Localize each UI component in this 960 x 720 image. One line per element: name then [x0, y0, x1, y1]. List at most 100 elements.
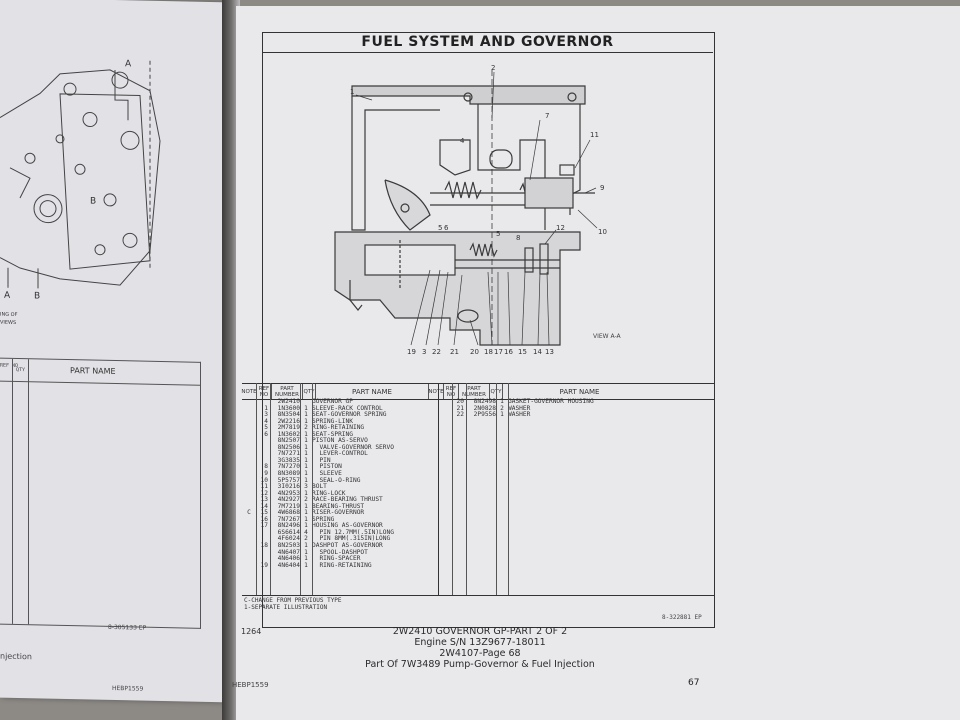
- ref-no-cell: 15: [260, 509, 268, 517]
- qty-cell: 1: [304, 502, 308, 510]
- caption-line-3: 2W4107-Page 68: [439, 648, 521, 659]
- parts-table: NOTE REF NO PART NUMBER QTY PART NAME NO…: [241, 383, 714, 595]
- qty-cell: 1: [304, 509, 308, 517]
- ref-no-cell: 12: [260, 489, 268, 497]
- qty-cell: 1: [304, 404, 308, 412]
- left-part-name-header: PART NAME: [70, 366, 116, 377]
- qty-cell: 1: [304, 561, 308, 569]
- ref-no-cell: 10: [260, 476, 268, 484]
- ref-no-cell: 16: [260, 515, 268, 523]
- part-name-cell: VALVE-GOVERNOR SERVO: [312, 443, 394, 451]
- qty-cell: 2: [304, 496, 308, 504]
- part-name-cell: BOLT: [312, 483, 327, 491]
- part-name-cell: DASHPOT AS-GOVERNOR: [312, 542, 383, 550]
- part-name-cell: RACE-BEARING THRUST: [312, 496, 383, 504]
- part-name-cell: PISTON AS-SERVO: [312, 437, 368, 445]
- part-name-cell: PIN 8MM(.315IN)LONG: [312, 535, 391, 543]
- part-name-cell: WASHER: [508, 404, 531, 412]
- footnotes: C-CHANGE FROM PREVIOUS TYPE 1-SEPARATE I…: [244, 597, 342, 611]
- part-name-cell: SPRING-LINK: [312, 417, 353, 425]
- qty-cell: 1: [304, 542, 308, 550]
- part-number-cell: 1N3600: [277, 404, 300, 412]
- part-number-cell: 2N0828: [473, 404, 496, 412]
- ref-no-cell: 8: [264, 463, 268, 471]
- header-note: NOTE: [241, 384, 257, 399]
- book-gutter: [222, 0, 240, 720]
- ref-no-cell: 18: [260, 542, 268, 550]
- part-number-cell: 2W2216: [277, 417, 300, 425]
- left-page-fragment-2: VIEWS: [0, 320, 16, 326]
- part-number-cell: 4N2927: [277, 496, 300, 504]
- qty-cell: 1: [500, 411, 504, 419]
- ref-no-cell: 3: [264, 411, 268, 419]
- ref-no-cell: 14: [260, 502, 268, 510]
- header-ref-no-2: REF NO: [444, 384, 459, 399]
- qty-cell: 1: [304, 437, 308, 445]
- part-number-cell: 4N2953: [277, 489, 300, 497]
- qty-cell: 1: [304, 470, 308, 478]
- view-label: VIEW A-A: [593, 333, 621, 340]
- part-name-cell: SLEEVE: [312, 470, 342, 478]
- note-cell: [438, 412, 452, 419]
- part-number-cell: 5P5757: [277, 476, 300, 484]
- part-number-cell: 8N2506: [277, 443, 300, 451]
- part-name-cell: SEAL-O-RING: [312, 476, 361, 484]
- part-name-cell: PISTON: [312, 463, 342, 471]
- qty-cell: 1: [304, 548, 308, 556]
- part-name-cell: PIN: [312, 456, 331, 464]
- header-ref-no: REF NO: [257, 384, 272, 399]
- part-number-cell: 8N2496: [277, 522, 300, 530]
- header-part-name-2: PART NAME: [559, 387, 600, 396]
- part-name-cell: RISER-GOVERNOR: [312, 509, 365, 517]
- part-name-cell: SEAT-GOVERNOR SPRING: [312, 411, 387, 419]
- part-number-cell: 6S6614: [277, 528, 300, 536]
- page-title: FUEL SYSTEM AND GOVERNOR: [262, 32, 713, 53]
- qty-cell: 1: [304, 443, 308, 451]
- part-number-cell: 7M7219: [277, 502, 300, 510]
- ref-no-cell: 1: [264, 404, 268, 412]
- part-name-cell: SPRING: [312, 515, 335, 523]
- qty-cell: 2: [304, 424, 308, 432]
- page-code: 1264: [241, 627, 262, 636]
- view-letter-b-bottom: B: [34, 291, 40, 301]
- qty-cell: 3: [304, 483, 308, 491]
- table-row: 3G3835 1 PIN: [242, 456, 432, 465]
- part-name-cell: RING-LOCK: [312, 489, 346, 497]
- part-number-cell: 7N7271: [277, 450, 300, 458]
- footnote-change: C-CHANGE FROM PREVIOUS TYPE: [244, 597, 342, 604]
- illustration-number: 8-322881 EP: [662, 614, 702, 621]
- note-cell: C: [247, 509, 251, 517]
- header-note-2: NOTE: [428, 384, 444, 399]
- footer-code: HEBP1559: [232, 681, 269, 689]
- qty-cell: 1: [304, 456, 308, 464]
- part-number-cell: 3G3835: [277, 456, 300, 464]
- caption-line-1: 2W2410 GOVERNOR GP-PART 2 OF 2: [392, 626, 568, 637]
- part-number-cell: 7N7267: [277, 515, 300, 523]
- parts-table-header: NOTE REF NO PART NUMBER QTY PART NAME NO…: [241, 383, 714, 400]
- part-number-cell: 8N3504: [277, 411, 300, 419]
- qty-cell: 4: [304, 528, 308, 536]
- qty-cell: 1: [304, 515, 308, 523]
- footnote-separate: 1-SEPARATE ILLUSTRATION: [244, 604, 328, 611]
- left-page-table-header: REF NO QTY PART NAME: [0, 358, 200, 386]
- part-number-cell: 8N2507: [277, 437, 300, 445]
- ref-no-cell: 19: [260, 561, 268, 569]
